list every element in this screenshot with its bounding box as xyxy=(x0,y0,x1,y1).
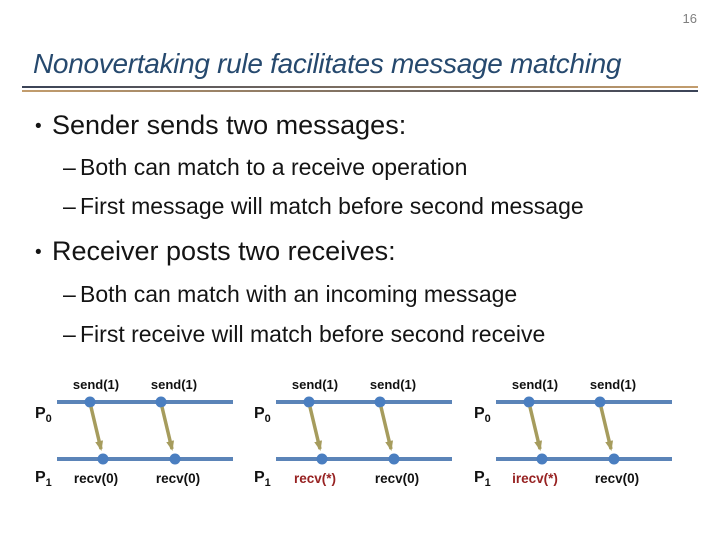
bullet-text: Both can match with an incoming message xyxy=(80,281,518,307)
bullet-item: –Both can match with an incoming message xyxy=(63,281,517,307)
bullet-item: –First message will match before second … xyxy=(63,193,584,219)
process-label-p0: P0 xyxy=(35,405,52,425)
bullet-dot-marker: • xyxy=(35,116,42,137)
dash-marker: – xyxy=(63,321,76,347)
send-label: send(1) xyxy=(370,377,416,392)
event-dot xyxy=(303,396,315,408)
send-label: send(1) xyxy=(512,377,558,392)
event-dot xyxy=(84,396,96,408)
message-arrow xyxy=(160,406,175,451)
recv-label: irecv(*) xyxy=(512,471,558,486)
send-label: send(1) xyxy=(151,377,197,392)
send-label: send(1) xyxy=(292,377,338,392)
event-dot xyxy=(374,396,386,408)
bullet-text: Both can match to a receive operation xyxy=(80,154,468,180)
dash-marker: – xyxy=(63,154,76,180)
bullet-item: • Receiver posts two receives: xyxy=(35,236,396,267)
slide-title: Nonovertaking rule facilitates message m… xyxy=(33,48,622,79)
process-label-p1: P1 xyxy=(254,469,271,489)
bullet-text: First receive will match before second r… xyxy=(80,321,546,347)
send-label: send(1) xyxy=(590,377,636,392)
recv-label: recv(0) xyxy=(156,471,200,486)
bullet-item: • Sender sends two messages: xyxy=(35,110,406,141)
event-dot xyxy=(155,396,167,408)
event-dot xyxy=(97,453,109,465)
recv-label: recv(0) xyxy=(375,471,419,486)
process-label-p1: P1 xyxy=(35,469,52,489)
page-number: 16 xyxy=(682,11,697,26)
bullet-text: Sender sends two messages: xyxy=(52,110,407,140)
message-arrow xyxy=(599,406,614,451)
event-dot xyxy=(316,453,328,465)
message-arrow xyxy=(308,406,323,451)
recv-label: recv(0) xyxy=(74,471,118,486)
event-dot xyxy=(536,453,548,465)
process-label-p1: P1 xyxy=(474,469,491,489)
event-dot xyxy=(523,396,535,408)
event-dot xyxy=(608,453,620,465)
bullet-text: First message will match before second m… xyxy=(80,193,584,219)
event-dot xyxy=(388,453,400,465)
message-arrow xyxy=(528,406,543,451)
process-label-p0: P0 xyxy=(254,405,271,425)
recv-label: recv(*) xyxy=(294,471,336,486)
process-label-p0: P0 xyxy=(474,405,491,425)
bullet-item: –Both can match to a receive operation xyxy=(63,154,467,180)
bullet-text: Receiver posts two receives: xyxy=(52,236,396,266)
event-dot xyxy=(169,453,181,465)
message-arrow xyxy=(379,406,394,451)
recv-label: recv(0) xyxy=(595,471,639,486)
title-underline-top xyxy=(22,86,698,88)
title-underline-bottom xyxy=(22,90,698,92)
bullet-item: –First receive will match before second … xyxy=(63,321,545,347)
dash-marker: – xyxy=(63,281,76,307)
event-dot xyxy=(594,396,606,408)
dash-marker: – xyxy=(63,193,76,219)
send-label: send(1) xyxy=(73,377,119,392)
bullet-dot-marker: • xyxy=(35,242,42,263)
message-arrow xyxy=(89,406,104,451)
